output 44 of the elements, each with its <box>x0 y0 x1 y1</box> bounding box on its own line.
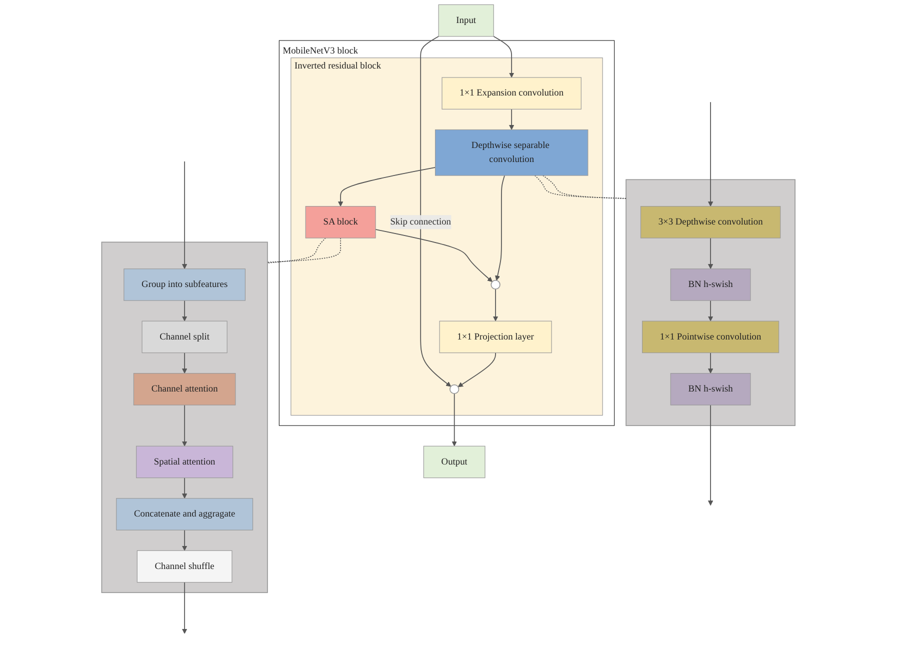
arrow <box>182 404 188 446</box>
node-circle <box>490 280 501 290</box>
arrow <box>338 166 436 207</box>
arrow <box>458 352 496 388</box>
arrow <box>495 175 506 281</box>
node-box: 1×1 Expansion convolution <box>442 77 582 110</box>
node-box: Channel shuffle <box>137 550 232 583</box>
arrow <box>708 300 714 322</box>
node-box: Spatial attention <box>136 446 234 478</box>
node-box: BN h-swish <box>670 268 751 301</box>
arrow <box>708 102 714 207</box>
connector <box>267 238 342 263</box>
connector <box>267 238 326 264</box>
arrow <box>708 238 714 270</box>
arrow <box>182 352 188 374</box>
arrow <box>182 582 188 634</box>
arrow <box>708 352 714 374</box>
node-box: Input <box>438 4 494 37</box>
arrow <box>182 300 188 322</box>
node-box: Group into subfeatures <box>124 268 246 301</box>
arrow <box>420 36 452 387</box>
node-box: Channel attention <box>134 373 236 406</box>
node-box: 1×1 Pointwise convolution <box>642 320 780 354</box>
node-circle <box>450 384 460 394</box>
arrow <box>493 36 514 78</box>
node-box: BN h-swish <box>670 373 751 406</box>
node-box: Output <box>424 446 486 478</box>
cluster <box>626 179 796 426</box>
node-box: Depthwise separable convolution <box>435 129 588 176</box>
arrow <box>708 404 714 506</box>
arrow <box>182 161 188 270</box>
arrow <box>375 229 493 282</box>
arrow <box>182 530 188 551</box>
node-box: Concatenate and aggragate <box>116 498 254 530</box>
arrow <box>182 477 188 499</box>
node-box: SA block <box>305 206 376 238</box>
arrow <box>509 108 514 130</box>
edge-label: Skip connection <box>390 216 452 227</box>
node-box: 3×3 Depthwise convolution <box>640 206 781 238</box>
node-box: Channel split <box>142 320 228 354</box>
arrow <box>493 288 498 322</box>
arrow <box>452 393 458 446</box>
node-box: 1×1 Projection layer <box>439 320 552 354</box>
cluster <box>101 242 268 594</box>
